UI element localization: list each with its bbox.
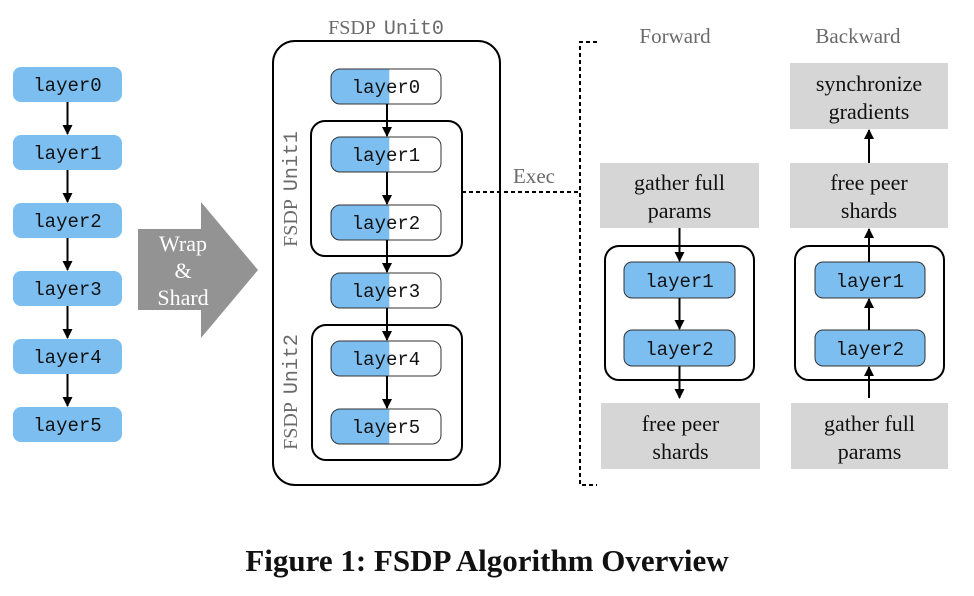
sharded-layer-2: layer2 <box>330 204 442 241</box>
unit1-label: FSDPUnit1 <box>280 131 304 247</box>
shard-fill <box>331 69 390 104</box>
sharded-layers: layer0 layer1 layer2 layer3 layer4 layer… <box>330 68 442 445</box>
sharded-layer-0: layer0 <box>330 68 442 105</box>
layer-label: layer3 <box>352 281 420 303</box>
free-line-1: free peer <box>642 411 720 436</box>
layer-label: layer0 <box>33 75 101 97</box>
sharded-layer-5: layer5 <box>330 408 442 445</box>
shard-fill <box>331 409 390 444</box>
exec-bracket <box>579 41 597 486</box>
layer-label: layer1 <box>33 143 101 165</box>
layer-label: layer4 <box>33 347 101 369</box>
layer-label: layer2 <box>352 213 420 235</box>
exec-connector: Exec <box>462 41 597 486</box>
forward-layer-1: layer1 <box>623 261 736 299</box>
original-layer-1: layer1 <box>13 135 122 170</box>
layer-label: layer5 <box>352 417 420 439</box>
original-layer-5: layer5 <box>13 407 122 442</box>
free-line-2: shards <box>652 439 708 464</box>
original-layer-4: layer4 <box>13 339 122 374</box>
forward-pass: Forward gather full params layer1 layer2… <box>600 24 760 469</box>
sync-line-1: synchronize <box>816 71 922 96</box>
wrap-label: Wrap <box>159 231 207 256</box>
shard-fill <box>331 341 390 376</box>
free-line-1: free peer <box>830 170 908 195</box>
forward-gather-box: gather full params <box>600 163 759 228</box>
fsdp-unit1: FSDPUnit1 <box>280 120 463 257</box>
original-layer-3: layer3 <box>13 271 122 306</box>
sync-line-2: gradients <box>829 99 910 124</box>
gather-line-2: params <box>838 439 902 464</box>
backward-pass: Backward synchronize gradients free peer… <box>790 24 948 469</box>
original-layer-0: layer0 <box>13 67 122 102</box>
sharded-layer-3: layer3 <box>330 272 442 309</box>
forward-free-box: free peer shards <box>601 403 760 469</box>
layer-label: layer5 <box>33 415 101 437</box>
shard-fill <box>331 205 390 240</box>
free-line-2: shards <box>841 198 897 223</box>
backward-layer-1: layer1 <box>814 261 926 299</box>
backward-free-box: free peer shards <box>790 163 948 228</box>
forward-layer-2: layer2 <box>623 329 736 367</box>
backward-sync-box: synchronize gradients <box>790 63 948 129</box>
ampersand-label: & <box>174 258 191 283</box>
layer-label: layer2 <box>836 339 904 361</box>
wrap-shard-arrow: Wrap & Shard <box>138 202 258 338</box>
shard-fill <box>331 137 390 172</box>
layer-label: layer2 <box>33 211 101 233</box>
shard-fill <box>331 273 390 308</box>
layer-label: layer0 <box>352 77 420 99</box>
original-model: layer0 layer1 layer2 layer3 layer4 layer… <box>13 67 122 442</box>
sharded-layer-4: layer4 <box>330 340 442 377</box>
shard-label: Shard <box>157 285 208 310</box>
gather-line-2: params <box>648 198 712 223</box>
gather-line-1: gather full <box>634 170 725 195</box>
backward-title: Backward <box>815 24 901 48</box>
unit2-label: FSDPUnit2 <box>280 334 304 450</box>
original-layer-2: layer2 <box>13 203 122 238</box>
layer-label: layer1 <box>836 271 904 293</box>
exec-label: Exec <box>513 164 555 188</box>
backward-gather-box: gather full params <box>791 403 948 469</box>
layer-label: layer4 <box>352 349 420 371</box>
backward-layer-2: layer2 <box>814 329 926 367</box>
block-arrow-icon <box>138 202 258 338</box>
gather-line-1: gather full <box>824 411 915 436</box>
sharded-layer-1: layer1 <box>330 136 442 173</box>
fsdp-unit2: FSDPUnit2 <box>280 324 463 461</box>
forward-title: Forward <box>639 24 711 48</box>
layer-label: layer1 <box>645 271 713 293</box>
unit0-box <box>272 40 501 486</box>
layer-label: layer1 <box>352 145 420 167</box>
layer-label: layer3 <box>33 279 101 301</box>
layer-label: layer2 <box>645 339 713 361</box>
figure-caption: Figure 1: FSDP Algorithm Overview <box>245 543 729 578</box>
